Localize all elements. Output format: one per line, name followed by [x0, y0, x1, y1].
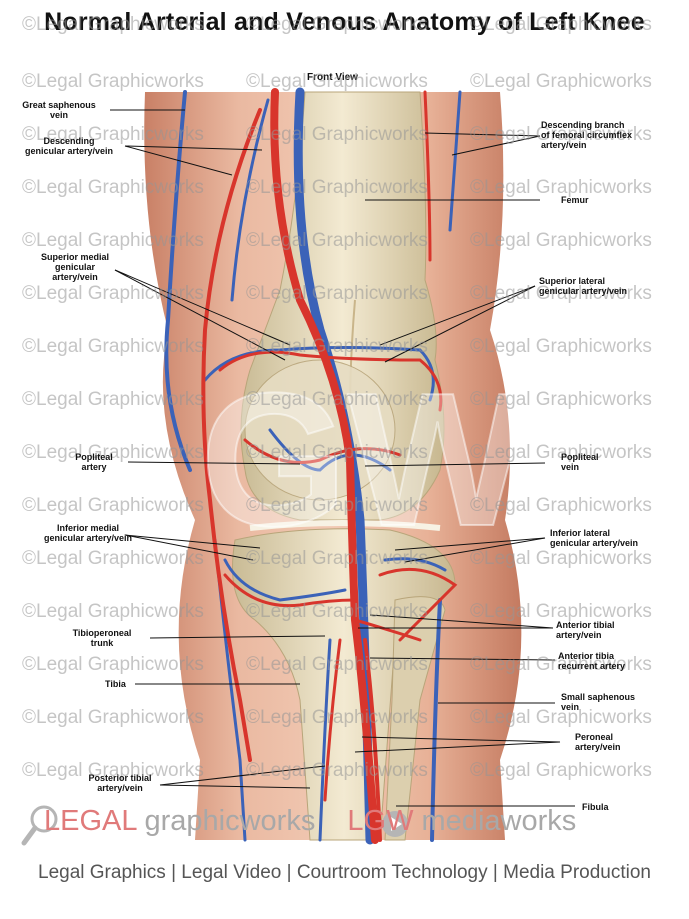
watermark: ©Legal Graphicworks	[246, 14, 428, 35]
watermark: ©Legal Graphicworks	[470, 230, 652, 251]
label-fibula: Fibula	[582, 802, 609, 812]
watermark: ©Legal Graphicworks	[470, 707, 652, 728]
watermark: ©Legal Graphicworks	[246, 442, 428, 463]
watermark: ©Legal Graphicworks	[22, 14, 204, 35]
watermark: ©Legal Graphicworks	[470, 495, 652, 516]
joint-space	[249, 520, 441, 531]
watermark: ©Legal Graphicworks	[22, 548, 204, 569]
watermark: ©Legal Graphicworks	[22, 230, 204, 251]
brand-mediaworks: mediaworks	[413, 805, 577, 837]
arteries	[201, 88, 458, 844]
footer-services: Legal Graphics | Legal Video | Courtroom…	[38, 862, 651, 883]
brand-legal: LEGAL	[44, 805, 137, 837]
watermark: ©Legal Graphicworks	[22, 760, 204, 781]
watermark: ©Legal Graphicworks	[246, 601, 428, 622]
watermark: ©Legal Graphicworks	[470, 14, 652, 35]
watermark: ©Legal Graphicworks	[246, 71, 428, 92]
play-icon	[382, 811, 408, 837]
brand-lgw: LGW	[339, 805, 414, 837]
watermark: ©Legal Graphicworks	[22, 71, 204, 92]
view-label: Front View	[307, 72, 358, 83]
watermark: ©Legal Graphicworks	[470, 124, 652, 145]
watermark: ©Legal Graphicworks	[246, 124, 428, 145]
watermark: ©Legal Graphicworks	[22, 389, 204, 410]
watermark: ©Legal Graphicworks	[470, 336, 652, 357]
watermark: ©Legal Graphicworks	[22, 442, 204, 463]
watermark: ©Legal Graphicworks	[22, 283, 204, 304]
watermark: ©Legal Graphicworks	[246, 336, 428, 357]
lgw-logo-watermark: GW	[200, 354, 528, 566]
watermark: ©Legal Graphicworks	[22, 124, 204, 145]
watermark: ©Legal Graphicworks	[246, 654, 428, 675]
watermark: ©Legal Graphicworks	[22, 601, 204, 622]
watermark: ©Legal Graphicworks	[246, 283, 428, 304]
watermark: ©Legal Graphicworks	[470, 389, 652, 410]
watermark: ©Legal Graphicworks	[246, 760, 428, 781]
watermark: ©Legal Graphicworks	[246, 389, 428, 410]
brand-line: LEGAL graphicworks LGW mediaworks	[30, 805, 576, 838]
watermark: ©Legal Graphicworks	[22, 177, 204, 198]
patella	[244, 359, 396, 501]
watermark: ©Legal Graphicworks	[246, 230, 428, 251]
leader-lines	[110, 109, 575, 807]
watermark: ©Legal Graphicworks	[246, 548, 428, 569]
watermark: ©Legal Graphicworks	[470, 442, 652, 463]
label-femur: Femur	[561, 195, 589, 205]
label-tibia: Tibia	[105, 679, 126, 689]
magnifier-icon	[21, 805, 58, 846]
watermark: ©Legal Graphicworks	[22, 495, 204, 516]
watermark: ©Legal Graphicworks	[22, 654, 204, 675]
brand-graphicworks: graphicworks	[136, 805, 316, 837]
watermark: ©Legal Graphicworks	[470, 177, 652, 198]
watermark: ©Legal Graphicworks	[470, 654, 652, 675]
watermark: ©Legal Graphicworks	[470, 71, 652, 92]
watermark: ©Legal Graphicworks	[246, 495, 428, 516]
watermark: ©Legal Graphicworks	[246, 707, 428, 728]
watermark: ©Legal Graphicworks	[470, 283, 652, 304]
watermark: ©Legal Graphicworks	[470, 548, 652, 569]
watermark: ©Legal Graphicworks	[22, 707, 204, 728]
page-title: Normal Arterial and Venous Anatomy of Le…	[44, 8, 645, 36]
watermark: ©Legal Graphicworks	[470, 601, 652, 622]
watermark: ©Legal Graphicworks	[246, 177, 428, 198]
watermark: ©Legal Graphicworks	[22, 336, 204, 357]
watermark: ©Legal Graphicworks	[470, 760, 652, 781]
